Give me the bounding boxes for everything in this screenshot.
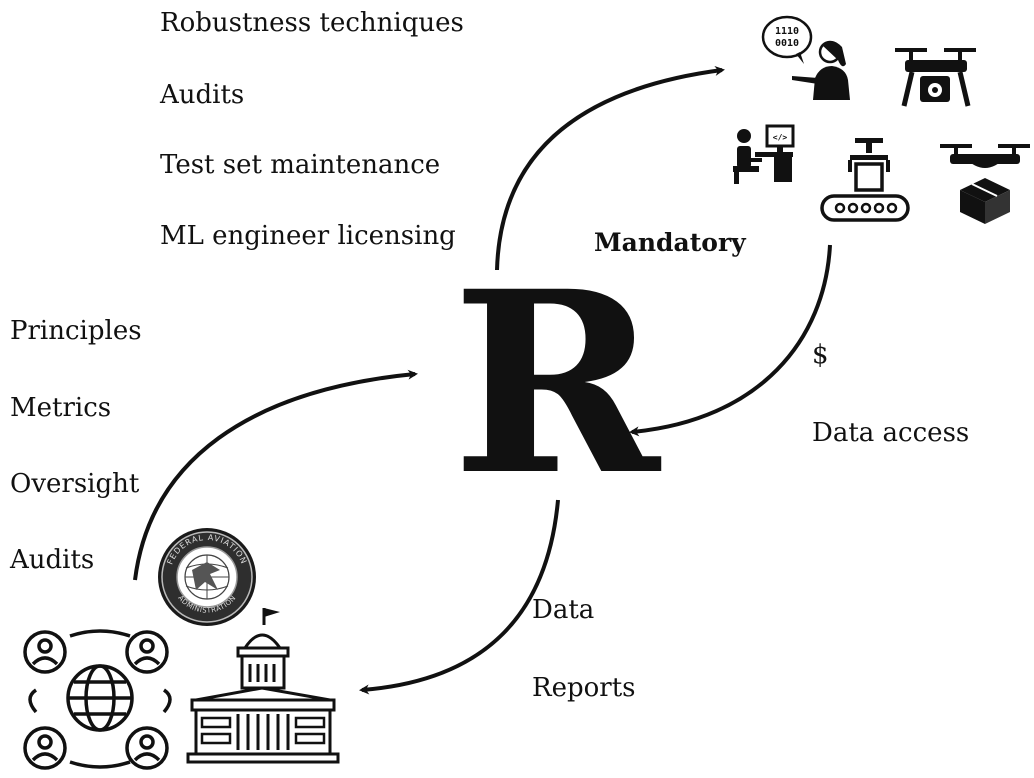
delivery-drone-icon [940, 144, 1030, 224]
faa-seal-icon: FEDERAL AVIATION ADMINISTRATION [158, 528, 256, 626]
camera-drone-icon [895, 48, 976, 107]
person-binary-speech-icon: 1110 0010 [761, 15, 850, 100]
binary-line-1: 1110 [775, 26, 799, 37]
data-access-label: Data access [812, 418, 970, 448]
government-building-icon [186, 608, 340, 764]
reports-label: Reports [532, 673, 636, 703]
mandatory-label: Mandatory [594, 228, 746, 257]
arrow-government-to-r [133, 369, 418, 581]
item-audits-top: Audits [160, 80, 245, 110]
people-network-globe-icon [23, 629, 172, 770]
item-robustness-techniques: Robustness techniques [160, 8, 464, 38]
arrow-r-to-producers [495, 65, 725, 271]
developer-at-desk-icon: </> [733, 124, 795, 184]
arrow-r-to-government [359, 499, 560, 695]
arrow-producers-to-r [629, 244, 832, 437]
conveyor-robot-arm-icon [820, 138, 910, 222]
regulator-symbol: R [452, 236, 660, 530]
binary-line-2: 0010 [775, 38, 799, 49]
item-oversight: Oversight [10, 469, 140, 499]
item-test-set-maintenance: Test set maintenance [160, 150, 441, 180]
item-audits-left: Audits [10, 545, 95, 575]
money-label: $ [812, 340, 829, 370]
item-metrics: Metrics [10, 393, 112, 423]
item-ml-engineer-licensing: ML engineer licensing [160, 221, 456, 251]
item-principles: Principles [10, 316, 142, 346]
data-label: Data [532, 595, 595, 625]
svg-text:</>: </> [773, 133, 788, 142]
